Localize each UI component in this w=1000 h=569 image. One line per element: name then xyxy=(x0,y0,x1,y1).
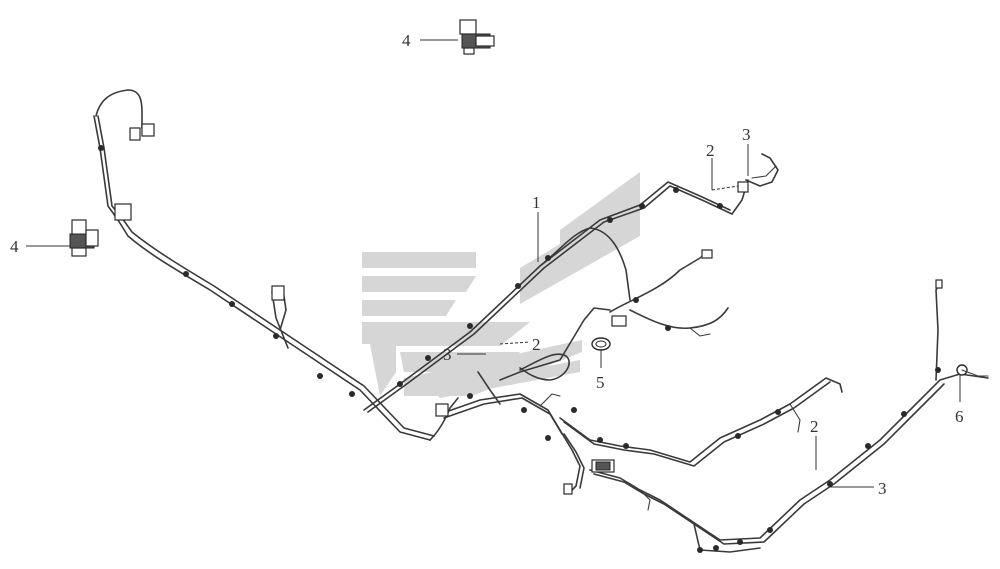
watermark-logo xyxy=(362,172,640,398)
callout-6: 6 xyxy=(955,407,964,426)
harness-lower xyxy=(439,281,989,553)
callout-4-top: 4 xyxy=(402,31,411,50)
callout-3-center: 3 xyxy=(443,345,452,364)
callout-3-top: 3 xyxy=(742,125,751,144)
callout-2-center: 2 xyxy=(532,335,541,354)
callout-5: 5 xyxy=(596,373,605,392)
callout-3-right: 3 xyxy=(878,479,887,498)
leader-lines xyxy=(26,39,961,488)
part-4-connector-top xyxy=(459,19,495,55)
callout-2-top: 2 xyxy=(706,141,715,160)
part-4-connector-left xyxy=(69,219,99,257)
part-6-connector xyxy=(956,364,989,377)
callout-4-left: 4 xyxy=(10,237,19,256)
connector-parts xyxy=(114,123,943,495)
harness-clips xyxy=(98,145,941,553)
callout-labels: 1 2 2 2 3 3 3 4 4 5 6 xyxy=(10,31,964,498)
part-5-grommet xyxy=(591,337,611,351)
callout-2-right: 2 xyxy=(810,417,819,436)
harness-main xyxy=(93,89,779,441)
callout-1: 1 xyxy=(532,193,541,212)
